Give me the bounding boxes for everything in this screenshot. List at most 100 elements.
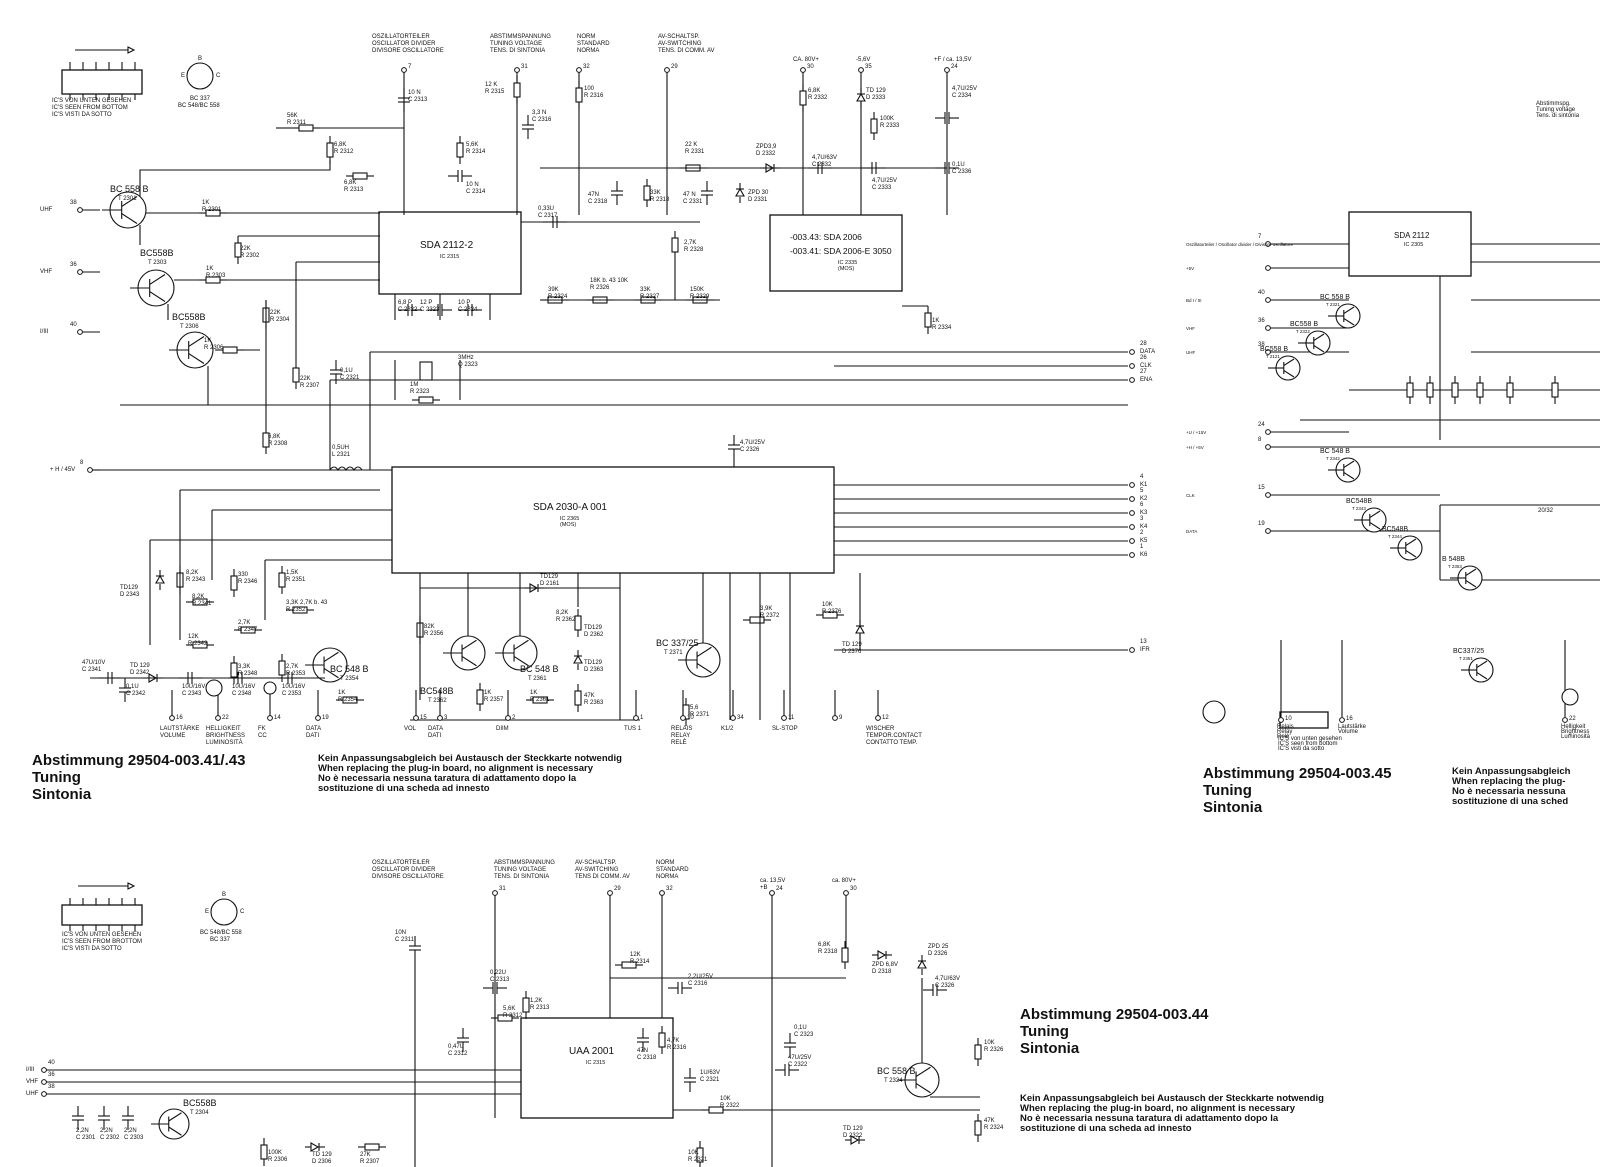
pinout-note: IC'S VISTI DA SOTTO	[52, 112, 112, 118]
terminal-label: TUS 1	[624, 726, 642, 732]
component-value: 10K	[720, 1096, 731, 1102]
component-value: 2,7K	[286, 664, 299, 670]
component-value: 3MHz	[458, 355, 474, 361]
component-value: 0,1U	[794, 1025, 807, 1031]
component-value: 3,3K 2,7K b. 43	[286, 600, 328, 606]
component-ref: C 2301	[76, 1135, 96, 1141]
pin-c: C	[216, 73, 221, 79]
component-value: 47K	[584, 693, 595, 699]
resistor-r2353	[278, 660, 286, 676]
terminal	[437, 715, 443, 721]
pin-label: 36	[48, 1072, 55, 1078]
header-osc: DIVISORE OSCILLATORE	[372, 874, 444, 880]
pin-label: 10	[687, 715, 694, 721]
input-label: + H / 45V	[50, 467, 76, 473]
resistor-r2318	[841, 947, 849, 963]
resistor-r2315	[513, 82, 521, 98]
pin-label: 36	[1258, 318, 1265, 324]
component-value: 2,2N	[100, 1128, 113, 1134]
pin-label: 16	[1346, 716, 1353, 722]
component-value: 22K	[270, 310, 281, 316]
component-value: 4,7U/25V	[740, 440, 766, 446]
terminal-label: Relais	[1277, 724, 1294, 730]
component-ref: D 2326	[928, 951, 948, 957]
component-value: 6,8 P	[398, 300, 413, 306]
component-ref: C 2332	[812, 162, 832, 168]
output-label: K4	[1140, 524, 1148, 530]
transistor-t2303	[149, 291, 166, 302]
pin-label: 7	[408, 64, 412, 70]
component-ref: C 2317	[538, 213, 558, 219]
transistor-label: BC 558 B	[877, 1066, 916, 1076]
component-ref: R 2353	[286, 671, 306, 677]
transistor-label: BC548B	[420, 686, 454, 696]
terminal-label: Brightness	[1561, 729, 1590, 735]
component-ref: R 2351	[286, 577, 306, 583]
input-label: VHF	[40, 269, 52, 275]
pin-label: 4	[1140, 474, 1144, 480]
transistor-t2362	[461, 655, 477, 667]
panel2-note-en: When replacing the plug-	[1452, 776, 1566, 787]
panel3-title: Abstimmung 29504-003.44	[1020, 1006, 1209, 1023]
header-80v: ca. 80V+	[832, 878, 856, 884]
component-value: 3,9K	[760, 606, 773, 612]
output-label: K3	[1140, 510, 1148, 516]
component-ref: C 2314	[466, 189, 486, 195]
output-label: K2	[1140, 496, 1148, 502]
component-ref: R 2324	[548, 294, 568, 300]
resistor-panel2	[1506, 382, 1514, 398]
component-value: ZPD3,9	[756, 144, 777, 150]
header-tune: ABSTIMMSPANNUNG	[494, 860, 555, 866]
pin-label: 30	[850, 886, 857, 892]
transistor-ref: T 2324	[884, 1078, 903, 1084]
component-ref: C 2313	[408, 97, 428, 103]
diode-d2326	[917, 959, 927, 969]
pin-label: 31	[499, 886, 506, 892]
diode-d2322	[850, 1135, 860, 1145]
transistor-t2354	[323, 651, 339, 663]
resistor-r2307	[292, 367, 300, 383]
pinout-note: IC'S VON UNTEN GESEHEN	[52, 98, 132, 104]
pin-label: 1	[640, 715, 644, 721]
component-value: 10N	[395, 930, 407, 936]
pinout-note: IC'S von unten gesehen	[1278, 736, 1342, 742]
component-ref: R 2331	[685, 149, 705, 155]
transistor-label: BC337/25	[1453, 648, 1485, 655]
inductor-l2321	[329, 466, 363, 471]
resistor-r2303	[205, 276, 221, 284]
header-av: AV-SCHALTSP.	[575, 860, 617, 866]
component-ref: R 2326	[984, 1047, 1004, 1053]
ic-sub: (MOS)	[560, 522, 577, 528]
transistor-type: BC 548/BC 558	[200, 930, 242, 936]
component-value: 3,3 N	[532, 110, 547, 116]
component-value: 1K	[204, 338, 212, 344]
component-value: 1K	[530, 690, 538, 696]
component-ref: C 2353	[282, 691, 302, 697]
transistor-t2361	[513, 639, 529, 651]
pin-label: 40	[1258, 290, 1265, 296]
component-value: 0,22U	[490, 970, 507, 976]
component-value: 56K	[287, 113, 298, 119]
header-av: AV-SWITCHING	[575, 867, 619, 873]
terminal	[315, 715, 321, 721]
pin-label: 8	[80, 460, 84, 466]
component-ref: R 2348	[238, 671, 258, 677]
resistor-r2316	[658, 1032, 666, 1048]
input-label: Bd I / III	[1186, 298, 1202, 303]
component-value: 2,7K	[684, 240, 697, 246]
component-value: 4,7K	[667, 1038, 680, 1044]
resistor-r2352	[292, 606, 308, 614]
component-ref: R 2323	[410, 389, 430, 395]
terminal-label: Helligkeit	[1561, 724, 1586, 730]
component-ref: R 2332	[808, 95, 828, 101]
resistor-panel2	[1551, 382, 1559, 398]
component-value: 12K	[630, 952, 641, 958]
pin-label: 34	[737, 715, 744, 721]
resistor-r2313	[522, 997, 530, 1013]
terminal	[1278, 717, 1284, 723]
resistor-r2306	[222, 346, 238, 354]
pin-label: 8	[1258, 437, 1262, 443]
pin-label: 19	[322, 715, 329, 721]
fk-icon	[263, 681, 277, 695]
component-ref: C 2323	[794, 1032, 814, 1038]
